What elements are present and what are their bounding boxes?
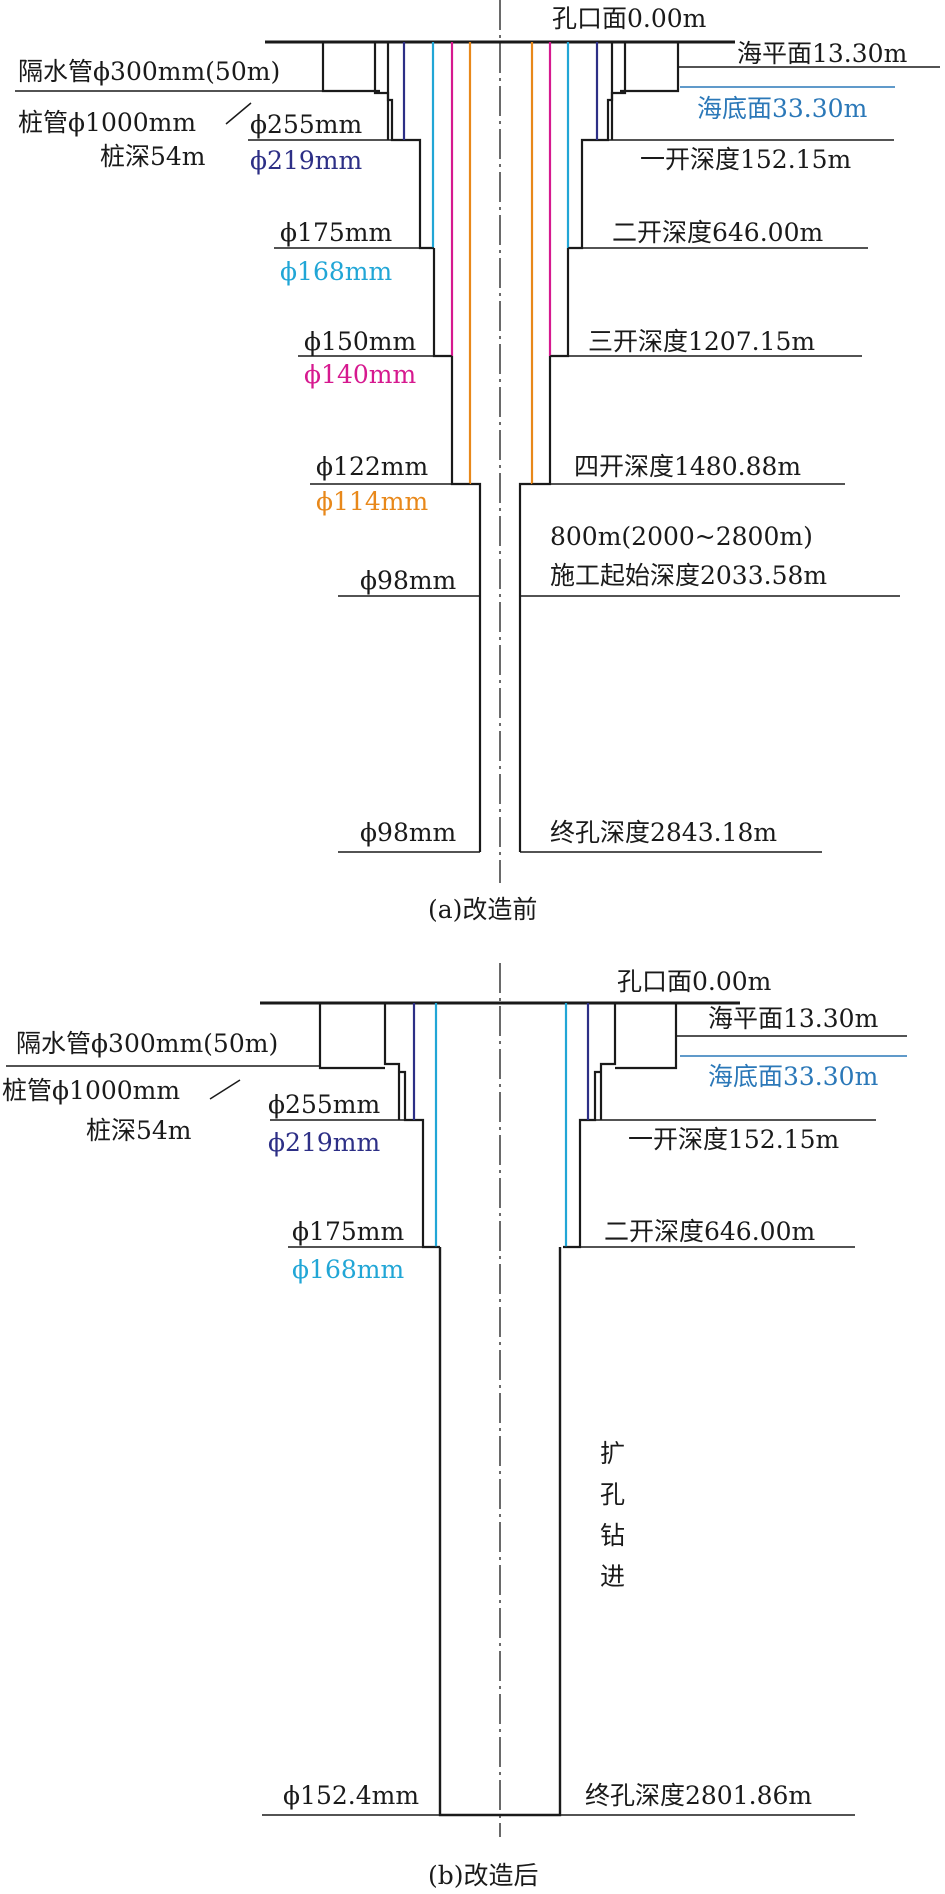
diameter-150-label: ϕ150mm	[304, 327, 416, 356]
open3-label: 三开深度1207.15m	[588, 327, 815, 356]
diameter-255-label: ϕ255mm	[268, 1090, 380, 1119]
pile-depth-label: 桩深54m	[100, 142, 206, 171]
hole-98-left-a	[470, 482, 482, 852]
hole-150-left-a	[450, 356, 470, 486]
hole-255-left-a	[386, 42, 434, 250]
pile-depth-label: 桩深54m	[86, 1116, 192, 1145]
wellhead-label: 孔口面0.00m	[617, 967, 772, 996]
labels-a: 孔口面0.00m 海平面13.30m 海底面33.30m 隔水管ϕ300mm(5…	[18, 4, 908, 924]
diameter-98-upper-label: ϕ98mm	[360, 566, 457, 595]
caption-a: (a)改造前	[428, 895, 537, 924]
riser-pipe-left-a	[321, 42, 380, 93]
riser-pipe-right-a	[620, 42, 680, 93]
diameter-168-label: ϕ168mm	[280, 257, 392, 286]
hole-175-right-a	[550, 248, 570, 358]
hole-98-right-a	[518, 482, 532, 852]
diameter-98-lower-label: ϕ98mm	[360, 818, 457, 847]
diameter-219-label: ϕ219mm	[268, 1128, 380, 1157]
diameter-122-label: ϕ122mm	[316, 452, 428, 481]
hole-255-right-b	[563, 1070, 601, 1249]
pile-pipe-right-b	[599, 1003, 617, 1120]
pile-pipe-right-a	[610, 42, 627, 140]
diagram-a	[15, 0, 940, 883]
wellhead-label: 孔口面0.00m	[552, 4, 707, 33]
hole-150-right-a	[532, 356, 552, 486]
seabed-label: 海底面33.30m	[708, 1062, 879, 1091]
diameter-219-label: ϕ219mm	[250, 146, 362, 175]
seabed-label: 海底面33.30m	[697, 94, 868, 123]
open2-label: 二开深度646.00m	[612, 218, 823, 247]
diameter-140-label: ϕ140mm	[304, 360, 416, 389]
diameter-175-label: ϕ175mm	[292, 1217, 404, 1246]
final-depth-label: 终孔深度2843.18m	[550, 818, 777, 847]
diagram-b	[6, 963, 907, 1837]
hole-175-left-a	[432, 248, 452, 358]
open1-label: 一开深度152.15m	[640, 145, 851, 174]
pile-leader-b	[209, 1079, 241, 1100]
ream-char-2: 孔	[600, 1480, 625, 1509]
ream-char-1: 扩	[600, 1439, 625, 1468]
hole-255-right-a	[568, 42, 614, 250]
pile-pipe-left-a	[373, 42, 390, 140]
open2-label: 二开深度646.00m	[604, 1217, 815, 1246]
pile-label: 桩管ϕ1000mm	[2, 1076, 180, 1105]
hole-152-left-b	[438, 1247, 562, 1817]
diameter-175-label: ϕ175mm	[280, 218, 392, 247]
diameter-255-label: ϕ255mm	[250, 110, 362, 139]
pile-label: 桩管ϕ1000mm	[18, 108, 196, 137]
riser-pipe-left-b	[318, 1003, 385, 1070]
riser-label: 隔水管ϕ300mm(50m)	[16, 1029, 278, 1058]
diameter-114-label: ϕ114mm	[316, 487, 428, 516]
sea-level-label: 海平面13.30m	[708, 1004, 879, 1033]
caption-b: (b)改造后	[428, 1861, 539, 1890]
labels-b: 孔口面0.00m 海平面13.30m 海底面33.30m 隔水管ϕ300mm(5…	[2, 967, 879, 1890]
hole-255-left-b	[399, 1070, 440, 1249]
pile-pipe-left-b	[383, 1003, 401, 1120]
diameter-168-label: ϕ168mm	[292, 1255, 404, 1284]
open4-label: 四开深度1480.88m	[574, 452, 801, 481]
open1-label: 一开深度152.15m	[628, 1125, 839, 1154]
riser-label: 隔水管ϕ300mm(50m)	[18, 57, 280, 86]
final-depth-label: 终孔深度2801.86m	[585, 1781, 812, 1810]
pile-leader-a	[225, 102, 252, 125]
riser-pipe-right-b	[615, 1003, 678, 1070]
ream-char-3: 钻	[600, 1521, 625, 1550]
start-depth-label: 施工起始深度2033.58m	[550, 561, 827, 590]
diameter-152-label: ϕ152.4mm	[283, 1781, 419, 1810]
range-label: 800m(2000~2800m)	[550, 522, 813, 551]
sea-level-label: 海平面13.30m	[737, 39, 908, 68]
ream-char-4: 进	[600, 1562, 625, 1591]
